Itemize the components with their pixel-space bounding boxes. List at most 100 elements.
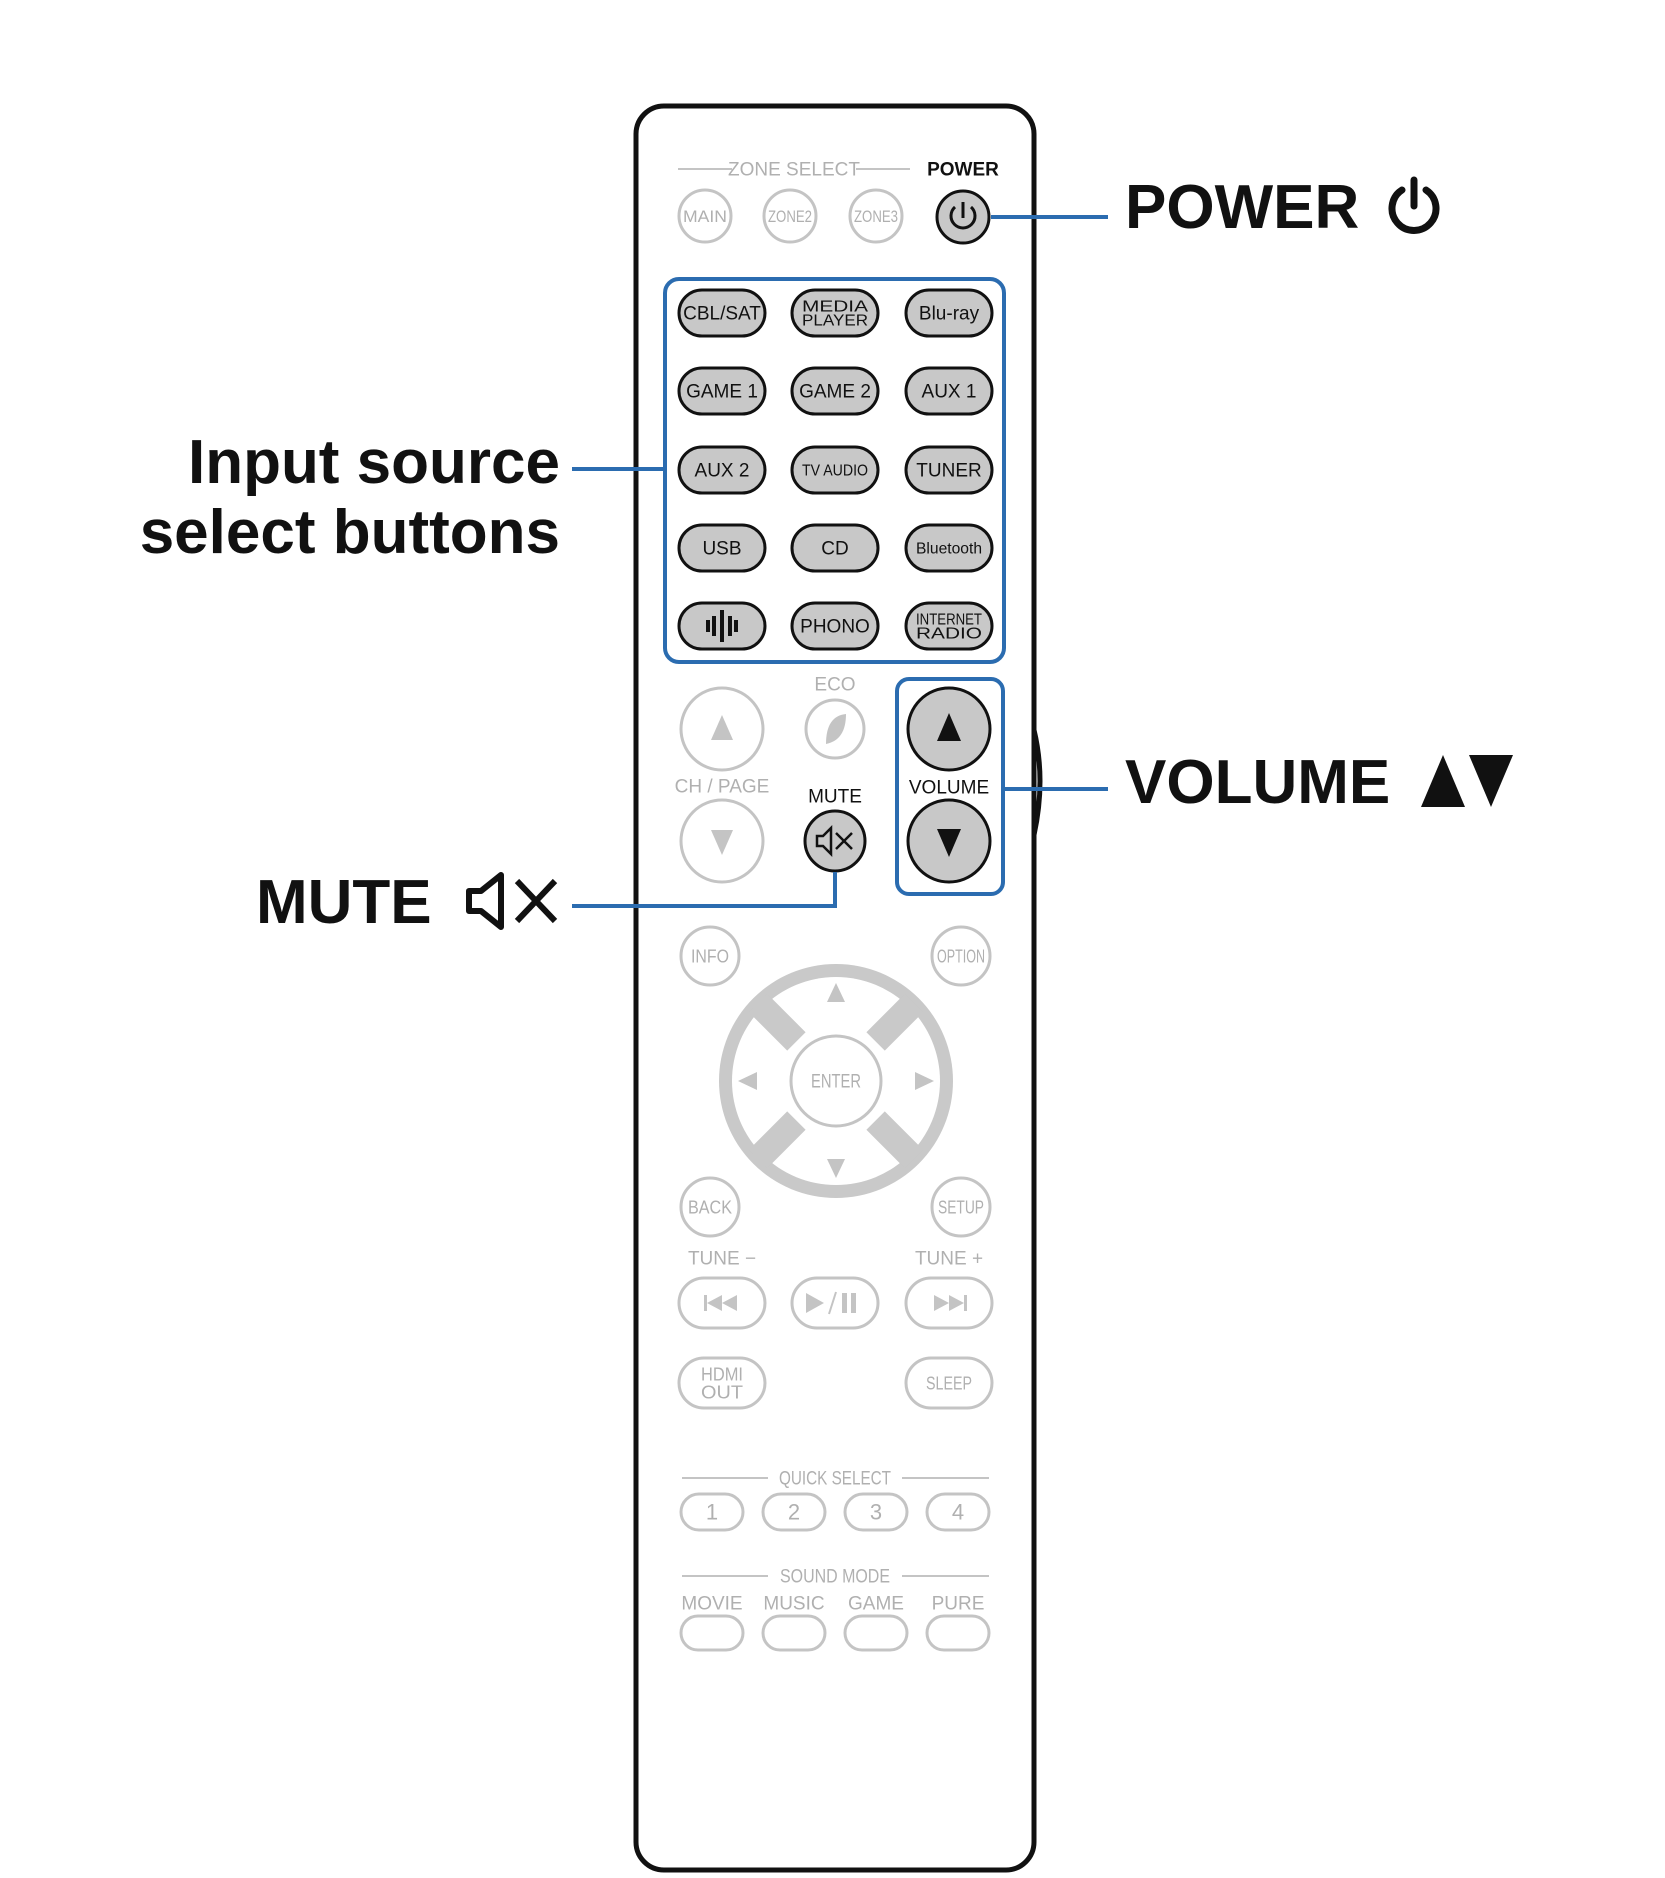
label-text: QUICK SELECT bbox=[779, 1469, 891, 1490]
zone-3-button[interactable]: ZONE3 bbox=[848, 188, 904, 244]
label-text: ZONE2 bbox=[768, 207, 812, 226]
play-pause-button-shape bbox=[790, 1276, 880, 1330]
phono-button-shape bbox=[790, 601, 880, 651]
sound-mode-game-label: GAME bbox=[848, 1594, 904, 1615]
zone-2-button[interactable]: ZONE2 bbox=[762, 188, 818, 244]
tv-audio-button[interactable]: TV AUDIO bbox=[790, 445, 880, 495]
label-text: GAME bbox=[848, 1594, 904, 1615]
volume-highlight bbox=[895, 677, 1005, 896]
bluetooth-button[interactable]: Bluetooth bbox=[904, 523, 994, 573]
sleep-button-shape bbox=[904, 1356, 994, 1410]
label-text: PLAYER bbox=[802, 313, 868, 330]
quick-select-2-button[interactable]: 2 bbox=[761, 1492, 827, 1532]
heos-logo-icon bbox=[734, 620, 738, 632]
enter-button[interactable]: ENTER bbox=[789, 1034, 883, 1128]
sound-mode-game-button[interactable] bbox=[843, 1614, 909, 1652]
power-glyph-icon bbox=[949, 205, 977, 230]
mute-button[interactable] bbox=[803, 809, 867, 873]
aux1-button[interactable]: AUX 1 bbox=[904, 366, 994, 416]
quick-select-4-button[interactable]: 4 bbox=[925, 1492, 991, 1532]
skip-back-icon bbox=[722, 1295, 737, 1311]
power-button[interactable] bbox=[935, 189, 991, 245]
sound-mode-pure-button[interactable] bbox=[925, 1614, 991, 1652]
quick-select-1-button[interactable]: 1 bbox=[679, 1492, 745, 1532]
label-text: SOUND MODE bbox=[780, 1567, 890, 1588]
aux2-button[interactable]: AUX 2 bbox=[677, 445, 767, 495]
sound-mode-music-label: MUSIC bbox=[763, 1594, 824, 1615]
tv-audio-button-label: TV AUDIO bbox=[802, 463, 868, 480]
sound-mode-music-button[interactable] bbox=[761, 1614, 827, 1652]
label-text: ECO bbox=[814, 675, 855, 696]
label-text: CBL/SAT bbox=[683, 304, 761, 325]
quick-select-3-button[interactable]: 3 bbox=[843, 1492, 909, 1532]
sound-mode-movie-button[interactable] bbox=[679, 1614, 745, 1652]
usb-button-shape bbox=[677, 523, 767, 573]
quick-select-1-button-shape bbox=[679, 1492, 745, 1532]
phono-button[interactable]: PHONO bbox=[790, 601, 880, 651]
sleep-button-label: SLEEP bbox=[926, 1373, 972, 1393]
label-text: AUX 2 bbox=[695, 461, 750, 482]
tuner-button[interactable]: TUNER bbox=[904, 445, 994, 495]
label-text: TUNE − bbox=[688, 1249, 756, 1270]
info-button[interactable]: INFO bbox=[679, 925, 741, 987]
label-text: RADIO bbox=[916, 626, 982, 643]
game1-button[interactable]: GAME 1 bbox=[677, 366, 767, 416]
cd-button[interactable]: CD bbox=[790, 523, 880, 573]
sound-mode-movie-label: MOVIE bbox=[681, 1594, 742, 1615]
label-text: AUX 1 bbox=[922, 382, 977, 403]
usb-button[interactable]: USB bbox=[677, 523, 767, 573]
info-button-label: INFO bbox=[691, 946, 729, 966]
label-text: SETUP bbox=[938, 1197, 984, 1217]
heos-logo-icon bbox=[706, 620, 710, 632]
option-button-shape bbox=[930, 925, 992, 987]
sound-mode-label: SOUND MODE bbox=[780, 1567, 890, 1588]
quick-select-4-button-shape bbox=[925, 1492, 991, 1532]
label-text: TUNER bbox=[916, 461, 981, 482]
remote-side-grip bbox=[1031, 729, 1043, 836]
zone-main-button[interactable]: MAIN bbox=[677, 188, 733, 244]
eco-button[interactable] bbox=[804, 698, 866, 760]
heos-button[interactable] bbox=[677, 601, 767, 651]
tune-minus-label: TUNE − bbox=[688, 1249, 756, 1270]
pause-icon bbox=[842, 1293, 847, 1313]
pause-icon bbox=[851, 1293, 856, 1313]
play-icon bbox=[806, 1293, 824, 1313]
setup-button-label: SETUP bbox=[938, 1197, 984, 1217]
tune-plus-label: TUNE + bbox=[915, 1249, 983, 1270]
label-text: HDMI bbox=[701, 1364, 743, 1384]
volume-up-arrow-icon bbox=[937, 713, 961, 741]
label-text: BACK bbox=[688, 1197, 732, 1217]
label-text: 2 bbox=[788, 1500, 800, 1525]
cbl-sat-button[interactable]: CBL/SAT bbox=[677, 288, 767, 338]
info-button-shape bbox=[679, 925, 741, 987]
option-button-label: OPTION bbox=[937, 946, 985, 966]
back-button-shape bbox=[679, 1176, 741, 1238]
mute-glyph-icon bbox=[815, 824, 833, 858]
enter-button-shape bbox=[789, 1034, 883, 1128]
aux1-button-label: AUX 1 bbox=[922, 382, 977, 403]
bluray-button[interactable]: Blu-ray bbox=[904, 288, 994, 338]
label-text: TUNE + bbox=[915, 1249, 983, 1270]
back-button[interactable]: BACK bbox=[679, 1176, 741, 1238]
label-text: MEDIA bbox=[802, 299, 868, 316]
option-button[interactable]: OPTION bbox=[930, 925, 992, 987]
sound-mode-pure-button-shape bbox=[925, 1614, 991, 1652]
sleep-button[interactable]: SLEEP bbox=[904, 1356, 994, 1410]
game2-button[interactable]: GAME 2 bbox=[790, 366, 880, 416]
label-text: OUT bbox=[701, 1382, 743, 1402]
cursor-up-icon bbox=[827, 983, 845, 1002]
label-text: PURE bbox=[932, 1594, 985, 1615]
sound-mode-game-button-shape bbox=[843, 1614, 909, 1652]
play-pause-button[interactable] bbox=[790, 1276, 880, 1330]
label-text: Bluetooth bbox=[916, 541, 982, 558]
aux1-button-shape bbox=[904, 366, 994, 416]
setup-button[interactable]: SETUP bbox=[930, 1176, 992, 1238]
input-source-callout: Input source select buttons bbox=[140, 428, 560, 568]
label-text: 3 bbox=[870, 1500, 882, 1525]
